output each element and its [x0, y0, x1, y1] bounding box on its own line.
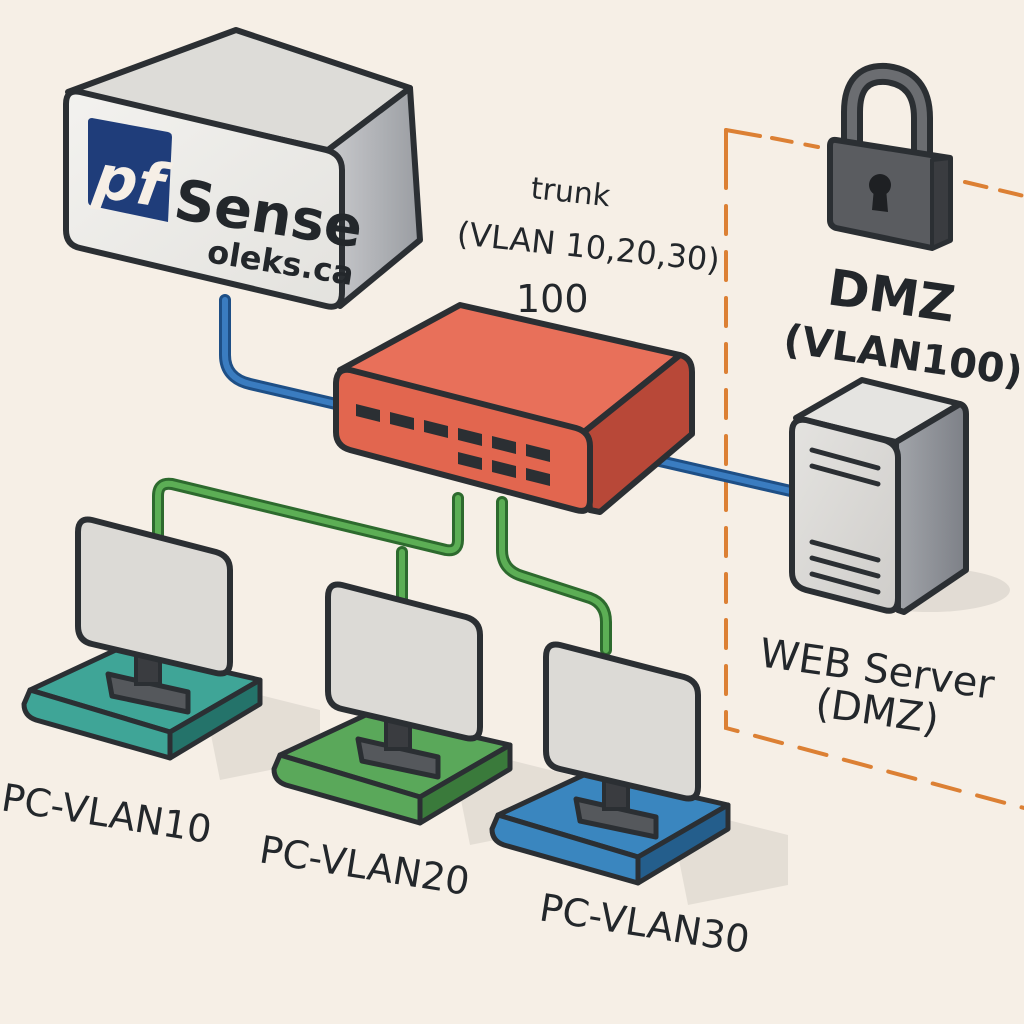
access-cable-vlan10 — [152, 477, 464, 557]
pc-base-front — [21, 687, 173, 761]
dmz-zone-border — [724, 128, 1024, 810]
server-vents-top — [809, 447, 881, 487]
access-cable-vlan30 — [496, 496, 612, 656]
switch-port — [492, 460, 516, 478]
trunk-label-line2: (VLAN 10,20,30) — [455, 214, 721, 279]
pc-base-front — [271, 752, 423, 826]
pc-base-side — [417, 742, 513, 826]
pc-base-side — [167, 677, 263, 761]
switch-port — [390, 412, 414, 430]
pc-label: PC-VLAN10 — [0, 775, 215, 852]
dmz-title: DMZ — [824, 258, 958, 333]
switch-port — [526, 444, 550, 462]
switch-port — [356, 404, 380, 422]
pc-vlan30[interactable] — [489, 641, 788, 906]
trunk-label-line3: 100 — [516, 277, 589, 321]
pfsense-firewall[interactable]: pf Sense oleks.ca — [63, 27, 423, 310]
trunk-label-line1: trunk — [529, 171, 612, 214]
lock-icon — [827, 62, 953, 251]
switch-ports — [356, 404, 550, 486]
pc-label: PC-VLAN20 — [257, 827, 473, 904]
switch-port — [492, 436, 516, 454]
dmz-subtitle: (VLAN100) — [781, 316, 1024, 395]
pc-base-front — [489, 812, 641, 886]
switch-port — [458, 452, 482, 470]
switch-port — [424, 420, 448, 438]
monitor-screen — [325, 581, 483, 742]
monitor-screen — [543, 641, 701, 802]
monitor-screen — [75, 516, 233, 677]
web-server[interactable] — [789, 377, 1010, 615]
pc-base-side — [635, 802, 731, 886]
trunk-cable-firewall-switch — [219, 294, 342, 410]
pc-vlan10[interactable] — [21, 516, 320, 781]
dmz-cable-switch-server — [632, 450, 801, 498]
server-vents-bottom — [809, 539, 881, 595]
pc-vlan20[interactable] — [271, 581, 570, 846]
access-cables — [152, 477, 612, 656]
switch-port — [458, 428, 482, 446]
switch-port — [526, 468, 550, 486]
vlan-switch[interactable] — [333, 302, 695, 515]
pfsense-logo-badge: pf — [88, 118, 176, 223]
trunk-label: trunk (VLAN 10,20,30) 100 — [455, 171, 721, 321]
